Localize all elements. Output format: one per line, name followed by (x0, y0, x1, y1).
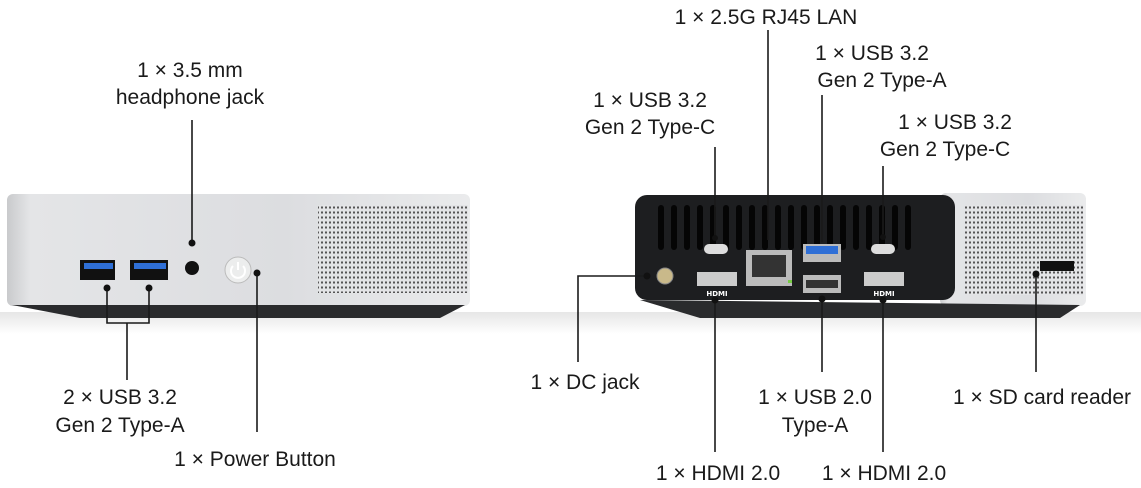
dc-label: 1 × DC jack (530, 371, 640, 394)
usb-a-port (803, 275, 841, 293)
sd-label: 1 × SD card reader (953, 386, 1131, 409)
lan-label: 1 × 2.5G RJ45 LAN (675, 6, 858, 29)
leader-lines (103, 30, 1040, 452)
rear-device: HDMI HDMI (635, 193, 1086, 318)
headphone-label-line1: 1 × 3.5 mm (137, 59, 243, 82)
rj45-port (746, 250, 792, 286)
usb2-label-line2: Type-A (782, 414, 849, 437)
front-usb-label-line1: 2 × USB 3.2 (63, 386, 177, 409)
headphone-jack (185, 261, 199, 275)
headphone-label-line2: headphone jack (116, 86, 265, 109)
vent-grille (318, 205, 468, 293)
usb-c-right-label-line2: Gen 2 Type-C (880, 138, 1010, 161)
hdmi-mark: HDMI (873, 290, 894, 298)
rear-usb-a-label-line2: Gen 2 Type-A (817, 69, 946, 92)
front-usb-label-line2: Gen 2 Type-A (55, 414, 184, 437)
power-label: 1 × Power Button (174, 448, 336, 471)
dc-jack (656, 267, 674, 285)
vent-grille (965, 205, 1083, 295)
usb-c-port (704, 244, 728, 254)
sd-card-slot (1040, 261, 1074, 271)
usb-c-left-label-line2: Gen 2 Type-C (585, 116, 715, 139)
front-device (7, 194, 470, 318)
usb-a-port (80, 260, 115, 280)
usb-a-port (130, 260, 168, 280)
usb-c-port (871, 244, 895, 254)
usb-c-left-label-line1: 1 × USB 3.2 (593, 89, 707, 112)
hdmi-right-label: 1 × HDMI 2.0 (822, 462, 946, 485)
hdmi-mark: HDMI (706, 290, 727, 298)
usb2-label-line1: 1 × USB 2.0 (758, 386, 872, 409)
hdmi-port (864, 272, 904, 286)
power-button (224, 256, 252, 284)
hdmi-left-label: 1 × HDMI 2.0 (656, 462, 780, 485)
usb-a-port (803, 244, 841, 262)
vent-slots (658, 205, 911, 250)
hdmi-port (697, 272, 737, 286)
usb-c-right-label-line1: 1 × USB 3.2 (898, 111, 1012, 134)
rear-usb-a-label-line1: 1 × USB 3.2 (815, 42, 929, 65)
